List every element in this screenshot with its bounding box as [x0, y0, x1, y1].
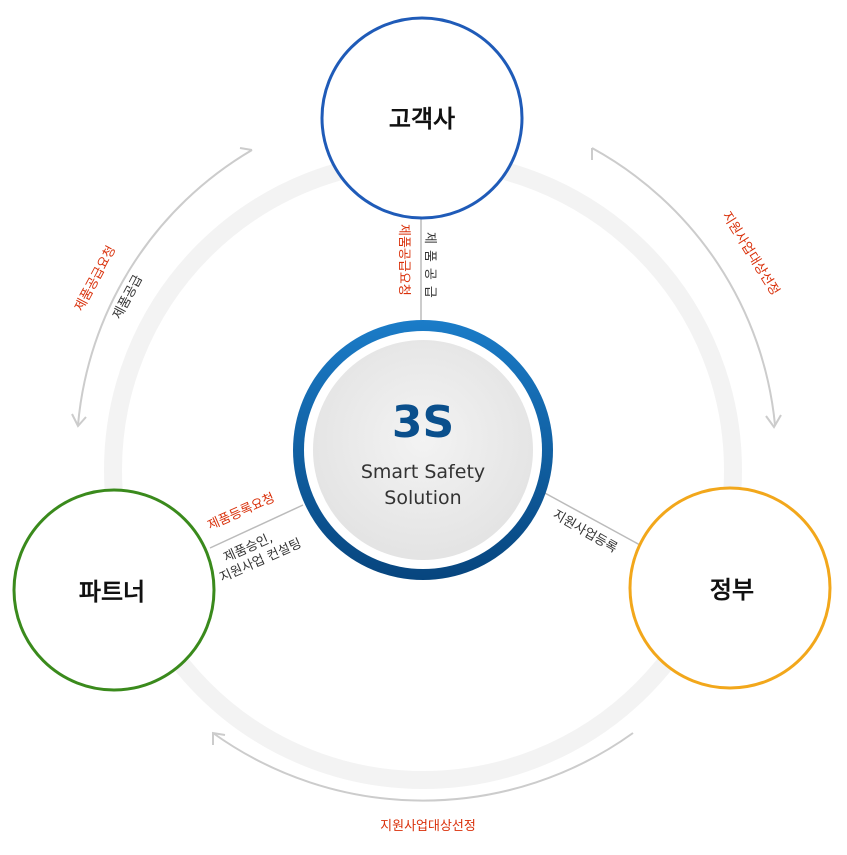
node-government: 정부: [628, 486, 832, 690]
center-title: 3S: [392, 397, 454, 448]
center-disc: [313, 340, 533, 560]
arc-arrowhead-top-left: [239, 147, 253, 151]
node-client-circle: [320, 16, 524, 220]
center-subtitle-line2: Solution: [384, 487, 461, 509]
node-government-circle: [628, 486, 832, 690]
outer-label-client-partner-gray: 제품공급: [110, 273, 146, 322]
arc-arrowhead-bottom-left: [212, 731, 226, 745]
arc-arrow-client-to-government: [591, 147, 776, 426]
arc-arrow-government-to-partner: [212, 732, 634, 802]
connector-center-partner: [209, 504, 304, 549]
node-client: 고객사: [320, 16, 524, 220]
node-partner: 파트너: [12, 488, 216, 692]
node-government-label: 정부: [710, 576, 754, 604]
label-client-to-center: 제품공급요청: [396, 224, 411, 296]
label-center-to-client: 제품공급: [422, 232, 437, 304]
connector-center-government: [542, 491, 641, 546]
outer-label-government-partner-red: 지원사업대상선정: [380, 819, 476, 834]
label-partner-to-center: 제품등록요청: [206, 491, 278, 534]
node-partner-circle: [12, 488, 216, 692]
arc-arrowhead-partner: [71, 413, 87, 428]
arc-arrowhead-government: [765, 414, 782, 429]
outer-label-client-government-red: 지원사업대상선정: [719, 209, 782, 298]
node-partner-label: 파트너: [79, 578, 145, 606]
arc-arrow-client-to-partner: [77, 149, 253, 426]
node-client-label: 고객사: [389, 105, 455, 133]
center-subtitle-line1: Smart Safety: [361, 461, 485, 483]
center-hub: 3S Smart Safety Solution: [293, 320, 553, 580]
